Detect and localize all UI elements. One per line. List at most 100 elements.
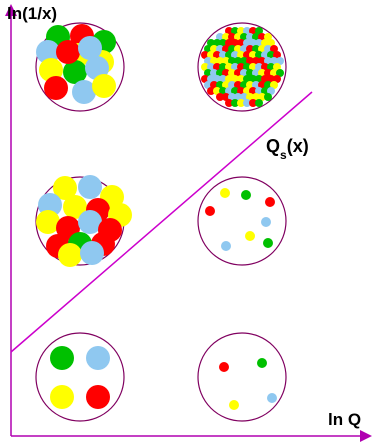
parton-tiny bbox=[267, 51, 275, 59]
parton-tiny bbox=[210, 81, 218, 89]
parton-tiny bbox=[213, 87, 221, 95]
parton-tiny bbox=[231, 63, 239, 71]
proton-blob-bottom-right bbox=[197, 332, 287, 422]
parton-small bbox=[205, 206, 215, 216]
parton-tiny bbox=[246, 69, 254, 77]
parton-tiny bbox=[276, 69, 284, 77]
parton-tiny bbox=[201, 51, 209, 59]
parton-tiny bbox=[237, 63, 245, 71]
parton-large bbox=[86, 346, 110, 370]
parton-tiny bbox=[252, 45, 260, 53]
parton-large bbox=[92, 74, 116, 98]
saturation-line bbox=[10, 91, 313, 353]
parton-tiny bbox=[222, 81, 230, 89]
parton-tiny bbox=[225, 51, 233, 59]
parton-tiny bbox=[219, 63, 227, 71]
parton-tiny bbox=[249, 75, 257, 83]
parton-tiny bbox=[234, 69, 242, 77]
parton-tiny bbox=[228, 93, 236, 101]
parton-tiny bbox=[267, 63, 275, 71]
parton-tiny bbox=[222, 57, 230, 65]
parton-tiny bbox=[225, 87, 233, 95]
parton-tiny bbox=[252, 69, 260, 77]
parton-tiny bbox=[249, 27, 257, 35]
parton-tiny bbox=[231, 39, 239, 47]
parton-medium bbox=[58, 243, 82, 267]
parton-tiny bbox=[231, 51, 239, 59]
parton-tiny bbox=[258, 81, 266, 89]
parton-tiny bbox=[267, 87, 275, 95]
parton-tiny bbox=[243, 63, 251, 71]
parton-large bbox=[56, 40, 80, 64]
parton-tiny bbox=[234, 93, 242, 101]
parton-tiny bbox=[225, 39, 233, 47]
parton-large bbox=[39, 58, 63, 82]
saturation-scale-arg: (x) bbox=[287, 136, 309, 156]
parton-small bbox=[220, 188, 230, 198]
saturation-scale-label: Qs(x) bbox=[266, 136, 309, 162]
parton-tiny bbox=[261, 75, 269, 83]
parton-tiny bbox=[255, 51, 263, 59]
parton-tiny bbox=[261, 63, 269, 71]
parton-tiny bbox=[240, 69, 248, 77]
parton-tiny bbox=[207, 75, 215, 83]
parton-tiny bbox=[213, 39, 221, 47]
parton-tiny bbox=[264, 93, 272, 101]
parton-tiny bbox=[213, 75, 221, 83]
saturation-scale-main: Q bbox=[266, 136, 280, 156]
parton-tiny bbox=[213, 51, 221, 59]
parton-tiny bbox=[243, 51, 251, 59]
parton-tiny bbox=[264, 69, 272, 77]
parton-tiny bbox=[243, 87, 251, 95]
parton-tiny bbox=[258, 33, 266, 41]
parton-tiny bbox=[210, 45, 218, 53]
x-axis-label: ln Q bbox=[328, 410, 361, 429]
parton-tiny bbox=[246, 33, 254, 41]
parton-small bbox=[241, 190, 251, 200]
parton-tiny bbox=[216, 81, 224, 89]
parton-tiny bbox=[204, 57, 212, 65]
parton-tiny bbox=[225, 27, 233, 35]
parton-small bbox=[261, 217, 271, 227]
parton-tiny bbox=[267, 75, 275, 83]
parton-tiny bbox=[246, 93, 254, 101]
parton-tiny bbox=[270, 69, 278, 77]
parton-tiny bbox=[237, 99, 245, 107]
parton-tiny bbox=[219, 87, 227, 95]
parton-tiny bbox=[255, 87, 263, 95]
parton-medium bbox=[80, 241, 104, 265]
parton-tiny bbox=[243, 27, 251, 35]
parton-tiny bbox=[255, 63, 263, 71]
parton-tiny bbox=[213, 63, 221, 71]
y-axis-label: ln(1/x) bbox=[7, 4, 57, 23]
parton-large bbox=[63, 60, 87, 84]
parton-tiny bbox=[246, 81, 254, 89]
parton-tiny bbox=[261, 51, 269, 59]
parton-tiny bbox=[261, 39, 269, 47]
parton-tiny bbox=[258, 69, 266, 77]
parton-tiny bbox=[252, 81, 260, 89]
proton-blob-top-left bbox=[35, 22, 125, 112]
parton-small bbox=[245, 231, 255, 241]
parton-tiny bbox=[237, 51, 245, 59]
parton-tiny bbox=[216, 33, 224, 41]
parton-tiny bbox=[237, 39, 245, 47]
parton-tiny bbox=[231, 99, 239, 107]
parton-tiny bbox=[273, 63, 281, 71]
parton-small bbox=[267, 393, 277, 403]
parton-tiny bbox=[228, 81, 236, 89]
parton-tiny bbox=[228, 69, 236, 77]
parton-tiny bbox=[255, 27, 263, 35]
parton-tiny bbox=[231, 87, 239, 95]
parton-large bbox=[86, 385, 110, 409]
parton-tiny bbox=[210, 69, 218, 77]
parton-tiny bbox=[264, 81, 272, 89]
parton-tiny bbox=[255, 39, 263, 47]
parton-tiny bbox=[201, 75, 209, 83]
parton-tiny bbox=[240, 81, 248, 89]
parton-small bbox=[265, 197, 275, 207]
parton-large bbox=[50, 385, 74, 409]
parton-tiny bbox=[264, 33, 272, 41]
parton-tiny bbox=[201, 63, 209, 71]
